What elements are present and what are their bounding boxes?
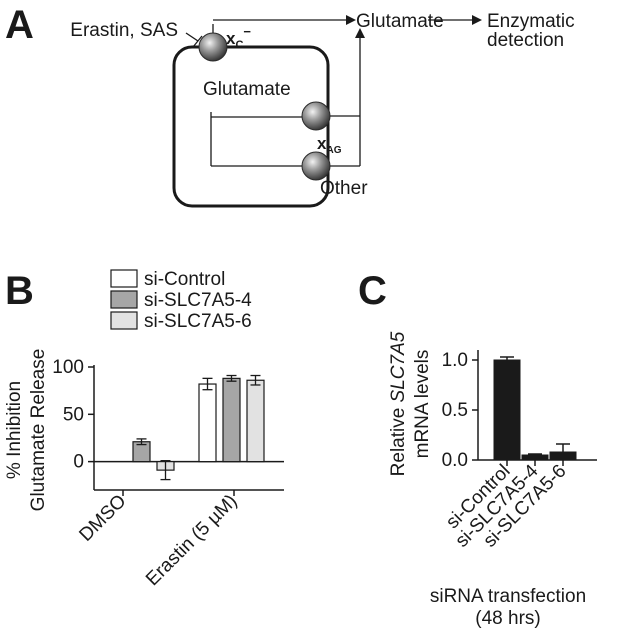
panel-c-bars [493,356,577,461]
glutamate-inside-label: Glutamate [203,79,291,100]
panel-b-xtick-label-1: Erastin (5 µM) [142,491,241,590]
legend-label-0: si-Control [144,269,225,290]
panel-b-bar-1-2 [246,379,265,463]
panel-c-letter: C [358,269,387,313]
legend-swatch-1 [110,290,138,309]
panel-c-ytick-label-0: 0.0 [442,450,468,471]
other-transporter-label: Other [320,178,368,199]
panel-c-bar-0 [493,359,521,461]
panel-b-ylabel-line2: Glutamate Release [28,349,49,512]
panel-b-ylabel-line1: % Inhibition [4,381,25,479]
panel-b-bar-1-0 [198,383,217,463]
xc-label: xC− [226,24,251,51]
legend-label-2: si-SLC7A5-6 [144,311,252,332]
glutamate-outside-label: Glutamate [356,11,444,32]
arrowhead-to-detection [472,15,482,25]
arrowhead-up-to-glutamate [355,28,365,38]
panel-a-letter: A [5,3,34,47]
detection-label-line2: detection [487,30,564,51]
panel-b-bar-1-1 [222,377,241,463]
inhibition-bar [192,35,203,48]
panel-c-bar-1 [521,454,549,461]
panel-c-bar-2 [549,451,577,461]
legend-swatch-2 [110,311,138,330]
other-transporter-sphere [301,151,331,181]
panel-b-xtick-label-0: DMSO [75,491,130,546]
inhibition-line [185,32,199,42]
panel-b-letter: B [5,269,34,313]
panel-c-ylabel-line1: Relative SLC7A5 [388,331,409,476]
detection-label-line1: Enzymatic [487,11,575,32]
panel-c-xlabel-line2: (48 hrs) [475,608,540,629]
panel-c-xlabel-line1: siRNA transfection [430,586,586,607]
panel-b-bars [132,374,265,481]
xag-transporter-sphere [301,101,331,131]
panel-c-ytick-label-1: 0.5 [442,400,468,421]
panel-b-ytick-label-0: 0 [73,452,84,473]
panel-a: A [5,3,575,208]
panel-c-ylabel-line2: mRNA levels [412,350,433,459]
panel-c-ytick-label-2: 1.0 [442,350,468,371]
panel-c: C Relative SLC7A5 mRNA levels 0.0 0.5 1.0 s… [358,269,597,629]
panel-b-ytick-label-1: 50 [63,404,84,425]
arrowhead-to-glutamate [346,15,356,25]
legend-label-1: si-SLC7A5-4 [144,290,252,311]
legend-swatch-0 [110,269,138,288]
xag-label: xAG [317,134,342,156]
inhibitor-label: Erastin, SAS [70,20,178,41]
panel-b-ytick-label-2: 100 [52,357,84,378]
cell-outline [172,45,330,208]
xc-transporter-sphere [198,32,228,62]
